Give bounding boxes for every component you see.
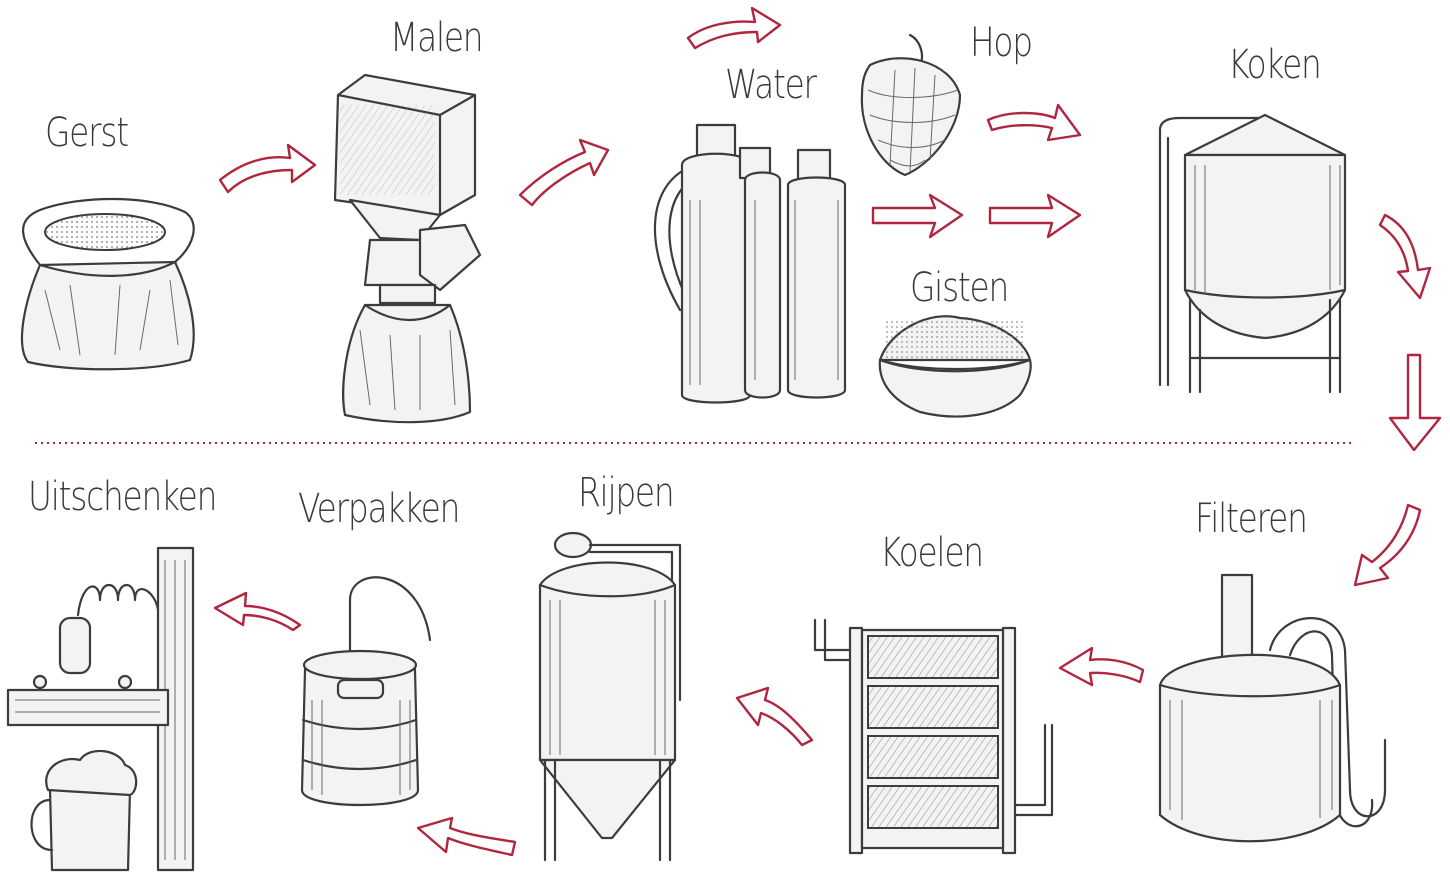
wort-chiller-icon xyxy=(815,620,1052,853)
label-verpakken: Verpakken xyxy=(298,486,459,532)
arrow-malen-to-water xyxy=(520,140,608,205)
label-koken: Koken xyxy=(1228,42,1321,88)
arrow-water-right xyxy=(873,195,962,237)
arrow-filteren-to-koelen xyxy=(1060,648,1143,685)
brew-kettle-icon xyxy=(1160,115,1345,392)
barley-sack-icon xyxy=(22,199,194,369)
beer-tap-icon xyxy=(8,548,193,870)
fermentation-tank-icon xyxy=(540,533,680,860)
filter-tank-icon xyxy=(1160,575,1385,841)
arrow-gerst-to-malen xyxy=(220,145,315,192)
label-water: Water xyxy=(725,62,816,108)
grain-mill-icon xyxy=(335,75,480,422)
water-tanks-icon xyxy=(655,125,845,403)
arrow-top-water xyxy=(688,8,780,48)
arrow-koelen-to-rijpen xyxy=(737,688,812,745)
label-filteren: Filteren xyxy=(1195,496,1307,542)
arrow-verpakken-to-uitschenken xyxy=(215,593,300,630)
arrow-koken-down-1 xyxy=(1380,215,1430,298)
label-hop: Hop xyxy=(970,20,1032,66)
label-uitschenken: Uitschenken xyxy=(28,474,216,520)
label-rijpen: Rijpen xyxy=(578,470,673,516)
yeast-bowl-icon xyxy=(880,316,1031,416)
keg-icon xyxy=(302,577,430,805)
label-koelen: Koelen xyxy=(880,530,983,576)
arrow-hop-to-koken xyxy=(988,105,1080,140)
arrow-to-filteren xyxy=(1355,505,1420,585)
hop-cone-icon xyxy=(862,35,960,175)
arrow-koken-down-2 xyxy=(1390,355,1440,450)
arrow-rijpen-to-verpakken xyxy=(418,818,515,855)
label-malen: Malen xyxy=(390,15,482,61)
label-gisten: Gisten xyxy=(910,265,1008,311)
label-gerst: Gerst xyxy=(45,110,128,156)
arrow-to-koken xyxy=(990,195,1080,237)
